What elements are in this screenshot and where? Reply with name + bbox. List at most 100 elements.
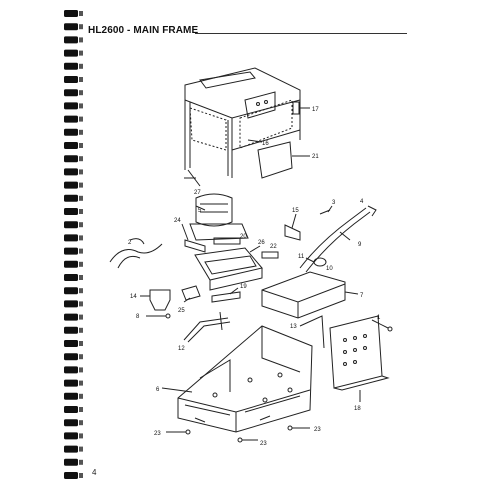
binding-hole	[79, 156, 83, 162]
callout-25: 25	[178, 308, 185, 314]
callout-7: 7	[360, 293, 364, 299]
binding-ring	[64, 432, 78, 440]
rops-canopy	[184, 67, 301, 178]
binding-ring	[64, 353, 78, 361]
part-19-bar	[211, 291, 241, 303]
binding-ring	[64, 247, 78, 255]
callout-16: 16	[262, 141, 269, 147]
binding-hole	[79, 459, 83, 465]
binding-hole	[79, 209, 83, 214]
part-6-main-frame	[177, 325, 313, 433]
part-10-knob	[313, 257, 327, 267]
part-23-nut-a	[185, 429, 191, 435]
binding-hole	[79, 473, 83, 478]
callout-23a: 23	[154, 431, 161, 437]
callout-20: 20	[240, 234, 247, 240]
binding-hole	[79, 195, 83, 201]
binding-hole	[79, 50, 83, 56]
binding-hole	[79, 37, 83, 43]
callout-24: 24	[174, 218, 181, 224]
callout-4: 4	[360, 199, 364, 205]
part-21-panel	[257, 141, 293, 179]
binding-hole	[79, 407, 83, 412]
binding-ring	[64, 23, 78, 31]
callout-26: 26	[258, 240, 265, 246]
binding-hole	[79, 235, 83, 241]
part-1-bolt	[371, 319, 389, 329]
callout-10: 10	[326, 266, 333, 272]
binding-ring	[64, 168, 78, 176]
binding-ring	[64, 340, 78, 347]
binding-hole	[79, 103, 83, 109]
callout-21: 21	[312, 154, 319, 160]
binding-ring	[64, 49, 78, 57]
binding-ring	[64, 260, 78, 268]
callout-15: 15	[292, 208, 299, 214]
binding-hole	[79, 90, 83, 96]
part-5-seat	[189, 193, 249, 241]
binding-ring	[64, 287, 78, 295]
part-14-bracket	[149, 289, 171, 311]
binding-hole	[79, 354, 83, 360]
binding-hole	[79, 288, 83, 294]
part-9-tube	[299, 207, 367, 269]
part-4-fitting	[367, 205, 377, 217]
part-24-bracket	[184, 239, 206, 253]
part-12-lever	[183, 317, 229, 341]
part-26-seat-frame	[194, 247, 263, 281]
binding-hole	[79, 129, 83, 135]
binding-hole	[79, 143, 83, 148]
callout-27: 27	[194, 190, 201, 196]
binding-hole	[79, 446, 83, 452]
binding-hole	[79, 77, 83, 82]
binding-ring	[64, 274, 78, 281]
binding-ring	[64, 194, 78, 202]
binding-hole	[79, 248, 83, 254]
binding-ring	[64, 89, 78, 97]
binding-hole	[79, 169, 83, 175]
callout-8: 8	[136, 314, 140, 320]
binding-hole	[79, 11, 83, 16]
part-17-clip	[292, 101, 300, 115]
binding-hole	[79, 341, 83, 346]
binding-ring	[64, 234, 78, 242]
binding-hole	[79, 222, 83, 228]
callout-14: 14	[130, 294, 137, 300]
binding-ring	[64, 10, 78, 17]
page-title: HL2600 - MAIN FRAME	[88, 25, 199, 36]
callout-19: 19	[240, 284, 247, 290]
part-7-cover	[261, 271, 346, 319]
part-23-nut-b	[237, 437, 243, 443]
binding-hole	[79, 314, 83, 320]
callout-5: 5	[198, 208, 202, 214]
binding-hole	[79, 420, 83, 426]
callout-17: 17	[312, 107, 319, 113]
callout-18: 18	[354, 406, 361, 412]
binding-ring	[64, 392, 78, 400]
binding-ring	[64, 128, 78, 136]
binding-ring	[64, 208, 78, 215]
binding-hole	[79, 367, 83, 373]
callout-13: 13	[290, 324, 297, 330]
binding-ring	[64, 36, 78, 44]
part-2-linkage	[109, 243, 163, 263]
binding-ring	[64, 406, 78, 413]
callout-6: 6	[156, 387, 160, 393]
binding-ring	[64, 102, 78, 110]
binding-hole	[79, 380, 83, 386]
binding-ring	[64, 221, 78, 229]
binding-hole	[79, 182, 83, 188]
binding-hole	[79, 393, 83, 399]
callout-23b: 23	[260, 441, 267, 447]
part-25-block	[181, 285, 201, 301]
callout-1: 1	[377, 315, 381, 321]
binding-ring	[64, 142, 78, 149]
binding-hole	[79, 63, 83, 69]
binding-hole	[79, 261, 83, 267]
binding-ring	[64, 472, 78, 479]
binding-ring	[64, 445, 78, 453]
callout-12: 12	[178, 346, 185, 352]
